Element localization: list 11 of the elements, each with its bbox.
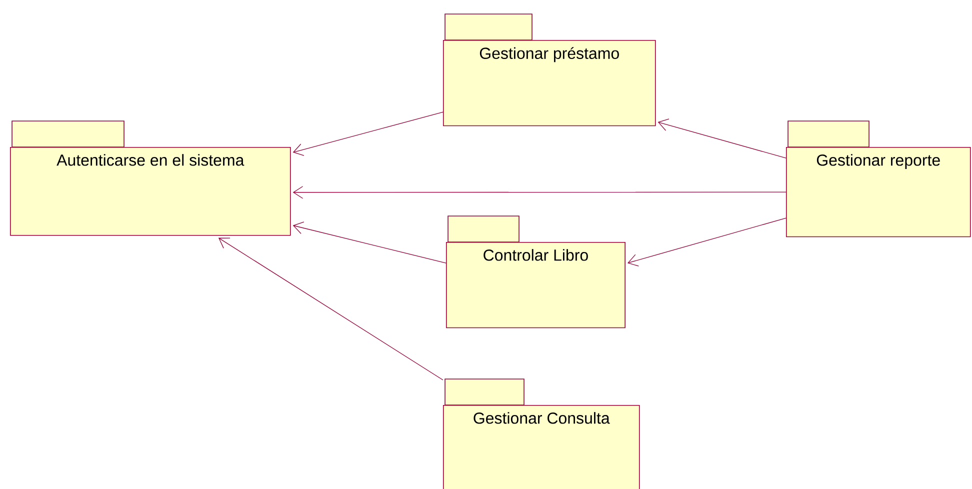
arrow — [218, 238, 444, 380]
arrow — [292, 186, 786, 199]
arrow — [292, 222, 446, 264]
arrow — [658, 118, 786, 158]
package-box: Autenticarse en el sistema — [10, 120, 291, 236]
package-box: Gestionar Consulta — [443, 378, 640, 489]
arrow — [292, 112, 444, 156]
package-box: Gestionar reporte — [786, 120, 971, 238]
arrow — [627, 218, 786, 266]
package-box: Gestionar préstamo — [443, 14, 656, 126]
package-box: Controlar Libro — [446, 216, 626, 328]
